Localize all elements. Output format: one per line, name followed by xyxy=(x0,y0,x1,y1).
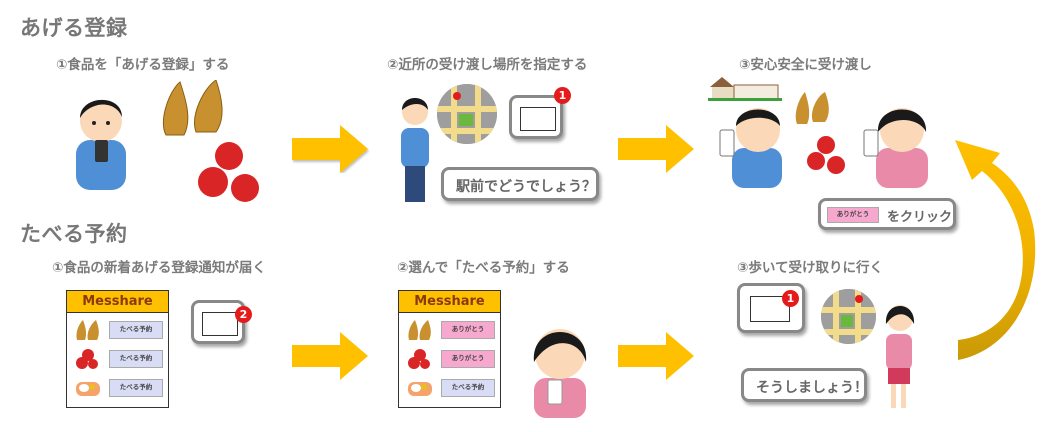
arrow-give-1-2 xyxy=(292,125,372,173)
man-smiling-phone-illustration xyxy=(718,98,788,192)
eat-step-1-title: ①食品の新着あげる登録通知が届く xyxy=(52,260,266,276)
app-header: Messhare xyxy=(67,291,168,313)
section-title-eat: たべる予約 xyxy=(20,222,128,246)
bamboo-shoots-illustration xyxy=(158,79,238,144)
arrow-give-2-3 xyxy=(618,125,698,173)
list-item: たべる予約 xyxy=(67,316,168,345)
tomato-icon xyxy=(75,349,101,369)
app-header: Messhare xyxy=(399,291,500,313)
envelope-icon xyxy=(750,296,790,322)
tomatoes-illustration xyxy=(195,140,265,209)
speech-bubble-eat-3: そうしましょう！ xyxy=(741,368,868,402)
reserve-eat-button[interactable]: たべる予約 xyxy=(109,379,163,397)
messhare-app-list-notify: Messhare たべる予約 たべる予約 たべる予約 xyxy=(66,290,169,408)
woman-smiling-phone-illustration xyxy=(862,98,932,192)
bamboo-shoots-small-illustration xyxy=(793,92,833,131)
bamboo-shoot-icon xyxy=(75,320,101,340)
reserve-eat-button[interactable]: たべる予約 xyxy=(441,379,495,397)
woman-walking-illustration xyxy=(878,300,918,414)
messhare-app-list-reserved: Messhare ありがとう ありがとう たべる予約 xyxy=(398,290,501,408)
woman-using-phone-illustration xyxy=(522,318,594,422)
envelope-icon xyxy=(520,107,556,131)
speech-text: 駅前でどうでしょう？ xyxy=(456,179,596,195)
arrow-eat-1-2 xyxy=(292,332,372,380)
bento-icon xyxy=(75,378,101,398)
tomatoes-small-illustration xyxy=(806,135,848,179)
man-with-phone-illustration xyxy=(68,85,138,194)
speech-bubble-click-thanks: ありがとう をクリック xyxy=(818,198,956,230)
list-item: たべる予約 xyxy=(67,374,168,403)
give-step-3-title: ③安心安全に受け渡し xyxy=(739,57,872,73)
mail-notification-bubble xyxy=(737,283,805,333)
mail-notification-bubble xyxy=(191,300,245,344)
house-illustration xyxy=(706,75,782,105)
reserve-eat-button[interactable]: たべる予約 xyxy=(109,321,163,339)
man-reading-phone-illustration xyxy=(395,92,435,208)
section-title-give: あげる登録 xyxy=(20,16,128,40)
list-item: たべる予約 xyxy=(399,374,500,403)
give-step-1-title: ①食品を「あげる登録」する xyxy=(56,57,230,73)
notification-badge: 1 xyxy=(782,290,799,307)
notification-badge: 1 xyxy=(554,87,571,104)
eat-step-3-title: ③歩いて受け取りに行く xyxy=(737,260,884,276)
reserve-eat-button[interactable]: たべる予約 xyxy=(109,350,163,368)
speech-bubble-give-2: 駅前でどうでしょう？ xyxy=(441,167,599,201)
thanks-button[interactable]: ありがとう xyxy=(441,350,495,368)
list-item: たべる予約 xyxy=(67,345,168,374)
map-bubble-icon xyxy=(821,289,876,344)
bamboo-shoot-icon xyxy=(407,320,433,340)
curved-return-arrow xyxy=(950,135,1050,370)
speech-text: そうしましょう！ xyxy=(756,380,868,396)
click-instruction-text: をクリック xyxy=(887,210,953,225)
thanks-button[interactable]: ありがとう xyxy=(441,321,495,339)
tomato-icon xyxy=(407,349,433,369)
arrow-eat-2-3 xyxy=(618,332,698,380)
give-step-2-title: ②近所の受け渡し場所を指定する xyxy=(387,57,588,73)
envelope-icon xyxy=(202,312,238,336)
list-item: ありがとう xyxy=(399,345,500,374)
thanks-button-sample: ありがとう xyxy=(827,207,879,223)
list-item: ありがとう xyxy=(399,316,500,345)
mail-notification-bubble xyxy=(509,95,563,139)
notification-badge: 2 xyxy=(235,306,252,323)
bento-icon xyxy=(407,378,433,398)
map-bubble-icon xyxy=(437,84,497,144)
eat-step-2-title: ②選んで「たべる予約」する xyxy=(397,260,570,276)
